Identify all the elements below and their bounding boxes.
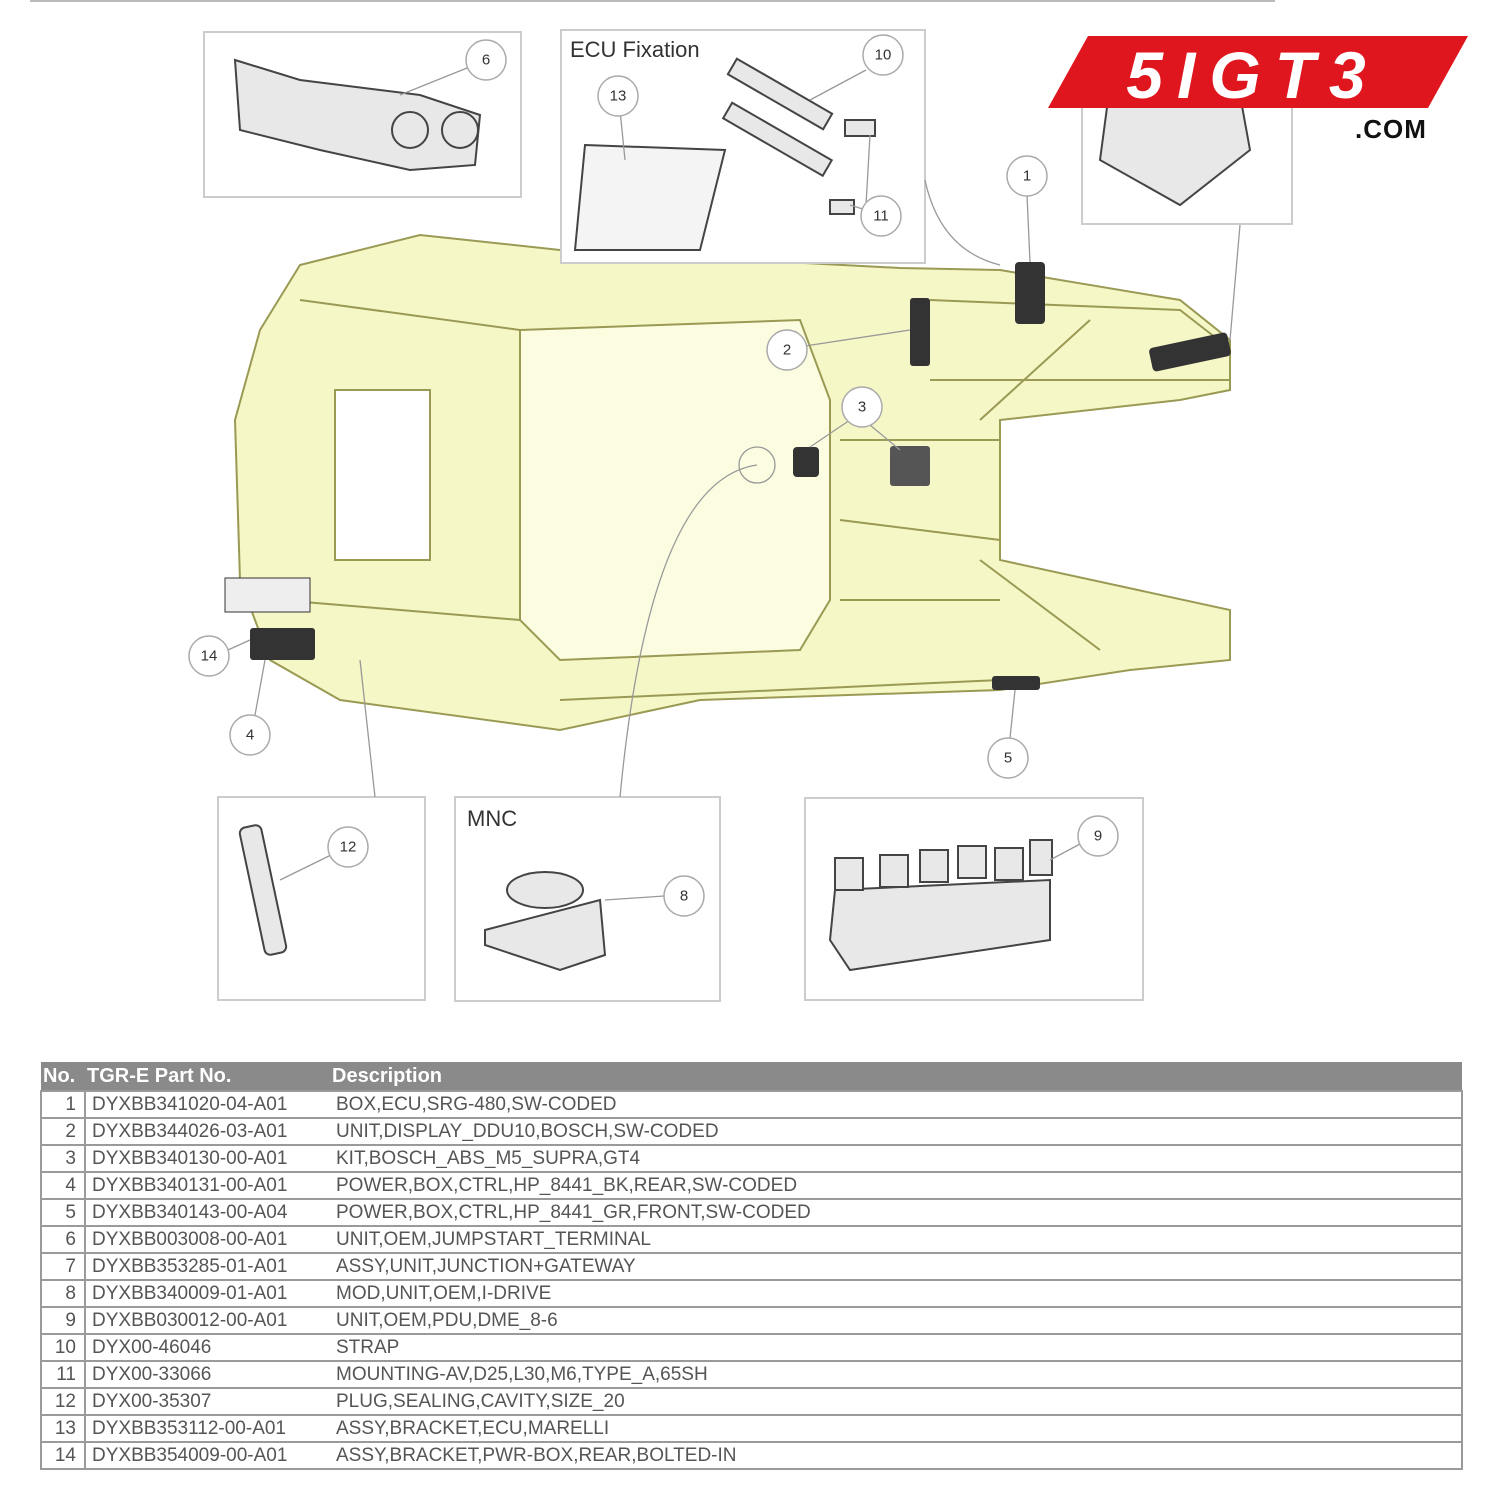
part-number: DYX00-35307 [84, 1387, 330, 1416]
row-number: 13 [40, 1414, 86, 1443]
svg-text:3: 3 [858, 399, 866, 416]
callout-11: 11 [860, 195, 902, 237]
svg-text:14: 14 [201, 648, 218, 665]
part-number: DYXBB003008-00-A01 [84, 1225, 330, 1254]
callout-2: 2 [766, 329, 808, 371]
part-description: MOUNTING-AV,D25,L30,M6,TYPE_A,65SH [330, 1360, 1463, 1389]
svg-text:13: 13 [610, 88, 627, 105]
part-description: ASSY,UNIT,JUNCTION+GATEWAY [330, 1252, 1463, 1281]
part-number: DYX00-46046 [84, 1333, 330, 1362]
row-number: 14 [40, 1441, 86, 1470]
ecu-fixation-title: ECU Fixation [570, 37, 700, 62]
row-number: 3 [40, 1144, 86, 1173]
part-description: MOD,UNIT,OEM,I-DRIVE [330, 1279, 1463, 1308]
leader-lines [227, 67, 1241, 901]
row-number: 4 [40, 1171, 86, 1200]
part-description: PLUG,SEALING,CAVITY,SIZE_20 [330, 1387, 1463, 1416]
parts-diagram: ECU Fixation MNC 1 2 3 4 5 6 8 9 [188, 29, 1293, 1002]
callout-9: 9 [1077, 815, 1119, 857]
row-number: 12 [40, 1387, 86, 1416]
callout-10: 10 [862, 34, 904, 76]
svg-text:6: 6 [482, 52, 490, 69]
part-number: DYXBB340009-01-A01 [84, 1279, 330, 1308]
callout-4: 4 [229, 714, 271, 756]
part-number: DYXBB344026-03-A01 [84, 1117, 330, 1146]
svg-text:9: 9 [1094, 828, 1102, 845]
callout-12: 12 [327, 826, 369, 868]
part-description: POWER,BOX,CTRL,HP_8441_GR,FRONT,SW-CODED [330, 1198, 1463, 1227]
chassis-components [224, 262, 1231, 690]
row-number: 11 [40, 1360, 86, 1389]
part-drawings [233, 57, 1252, 972]
logo-suffix: .COM [1355, 114, 1427, 144]
part-description: ASSY,BRACKET,PWR-BOX,REAR,BOLTED-IN [330, 1441, 1463, 1470]
mnc-title: MNC [467, 806, 517, 831]
part-description: POWER,BOX,CTRL,HP_8441_BK,REAR,SW-CODED [330, 1171, 1463, 1200]
row-number: 5 [40, 1198, 86, 1227]
part-number: DYXBB340130-00-A01 [84, 1144, 330, 1173]
sigt3-logo: 5IGT3 [1048, 36, 1468, 112]
callout-13: 13 [597, 75, 639, 117]
svg-text:2: 2 [783, 342, 791, 359]
part-description: UNIT,OEM,JUMPSTART_TERMINAL [330, 1225, 1463, 1254]
part-number: DYXBB340143-00-A04 [84, 1198, 330, 1227]
part-description: ASSY,BRACKET,ECU,MARELLI [330, 1414, 1463, 1443]
svg-text:12: 12 [340, 839, 357, 856]
svg-text:4: 4 [246, 727, 254, 744]
part-number: DYXBB341020-04-A01 [84, 1090, 330, 1119]
callout-8: 8 [663, 875, 705, 917]
header-no: No. [41, 1062, 85, 1091]
part-description: KIT,BOSCH_ABS_M5_SUPRA,GT4 [330, 1144, 1463, 1173]
row-number: 10 [40, 1333, 86, 1362]
row-number: 7 [40, 1252, 86, 1281]
callout-14: 14 [188, 635, 230, 677]
part-description: UNIT,OEM,PDU,DME_8-6 [330, 1306, 1463, 1335]
row-number: 2 [40, 1117, 86, 1146]
callout-3: 3 [841, 386, 883, 428]
row-number: 9 [40, 1306, 86, 1335]
part-number: DYXBB030012-00-A01 [84, 1306, 330, 1335]
svg-text:8: 8 [680, 888, 688, 905]
callout-1: 1 [1006, 155, 1048, 197]
svg-text:1: 1 [1023, 168, 1031, 185]
part-number: DYXBB340131-00-A01 [84, 1171, 330, 1200]
svg-text:5: 5 [1004, 750, 1012, 767]
header-part-no: TGR-E Part No. [85, 1062, 330, 1091]
chassis-illustration [233, 233, 1231, 732]
top-divider [30, 0, 1275, 2]
part-description: UNIT,DISPLAY_DDU10,BOSCH,SW-CODED [330, 1117, 1463, 1146]
row-number: 8 [40, 1279, 86, 1308]
svg-text:10: 10 [875, 47, 892, 64]
callout-5: 5 [987, 737, 1029, 779]
svg-text:11: 11 [873, 208, 889, 225]
row-number: 6 [40, 1225, 86, 1254]
row-number: 1 [40, 1090, 86, 1119]
header-description: Description [330, 1062, 1462, 1091]
callout-6: 6 [465, 39, 507, 81]
part-number: DYXBB354009-00-A01 [84, 1441, 330, 1470]
part-number: DYXBB353112-00-A01 [84, 1414, 330, 1443]
part-number: DYX00-33066 [84, 1360, 330, 1389]
table-header: No. TGR-E Part No. Description [41, 1062, 1462, 1091]
part-description: BOX,ECU,SRG-480,SW-CODED [330, 1090, 1463, 1119]
svg-text:5IGT3: 5IGT3 [1126, 38, 1379, 112]
part-description: STRAP [330, 1333, 1463, 1362]
part-number: DYXBB353285-01-A01 [84, 1252, 330, 1281]
